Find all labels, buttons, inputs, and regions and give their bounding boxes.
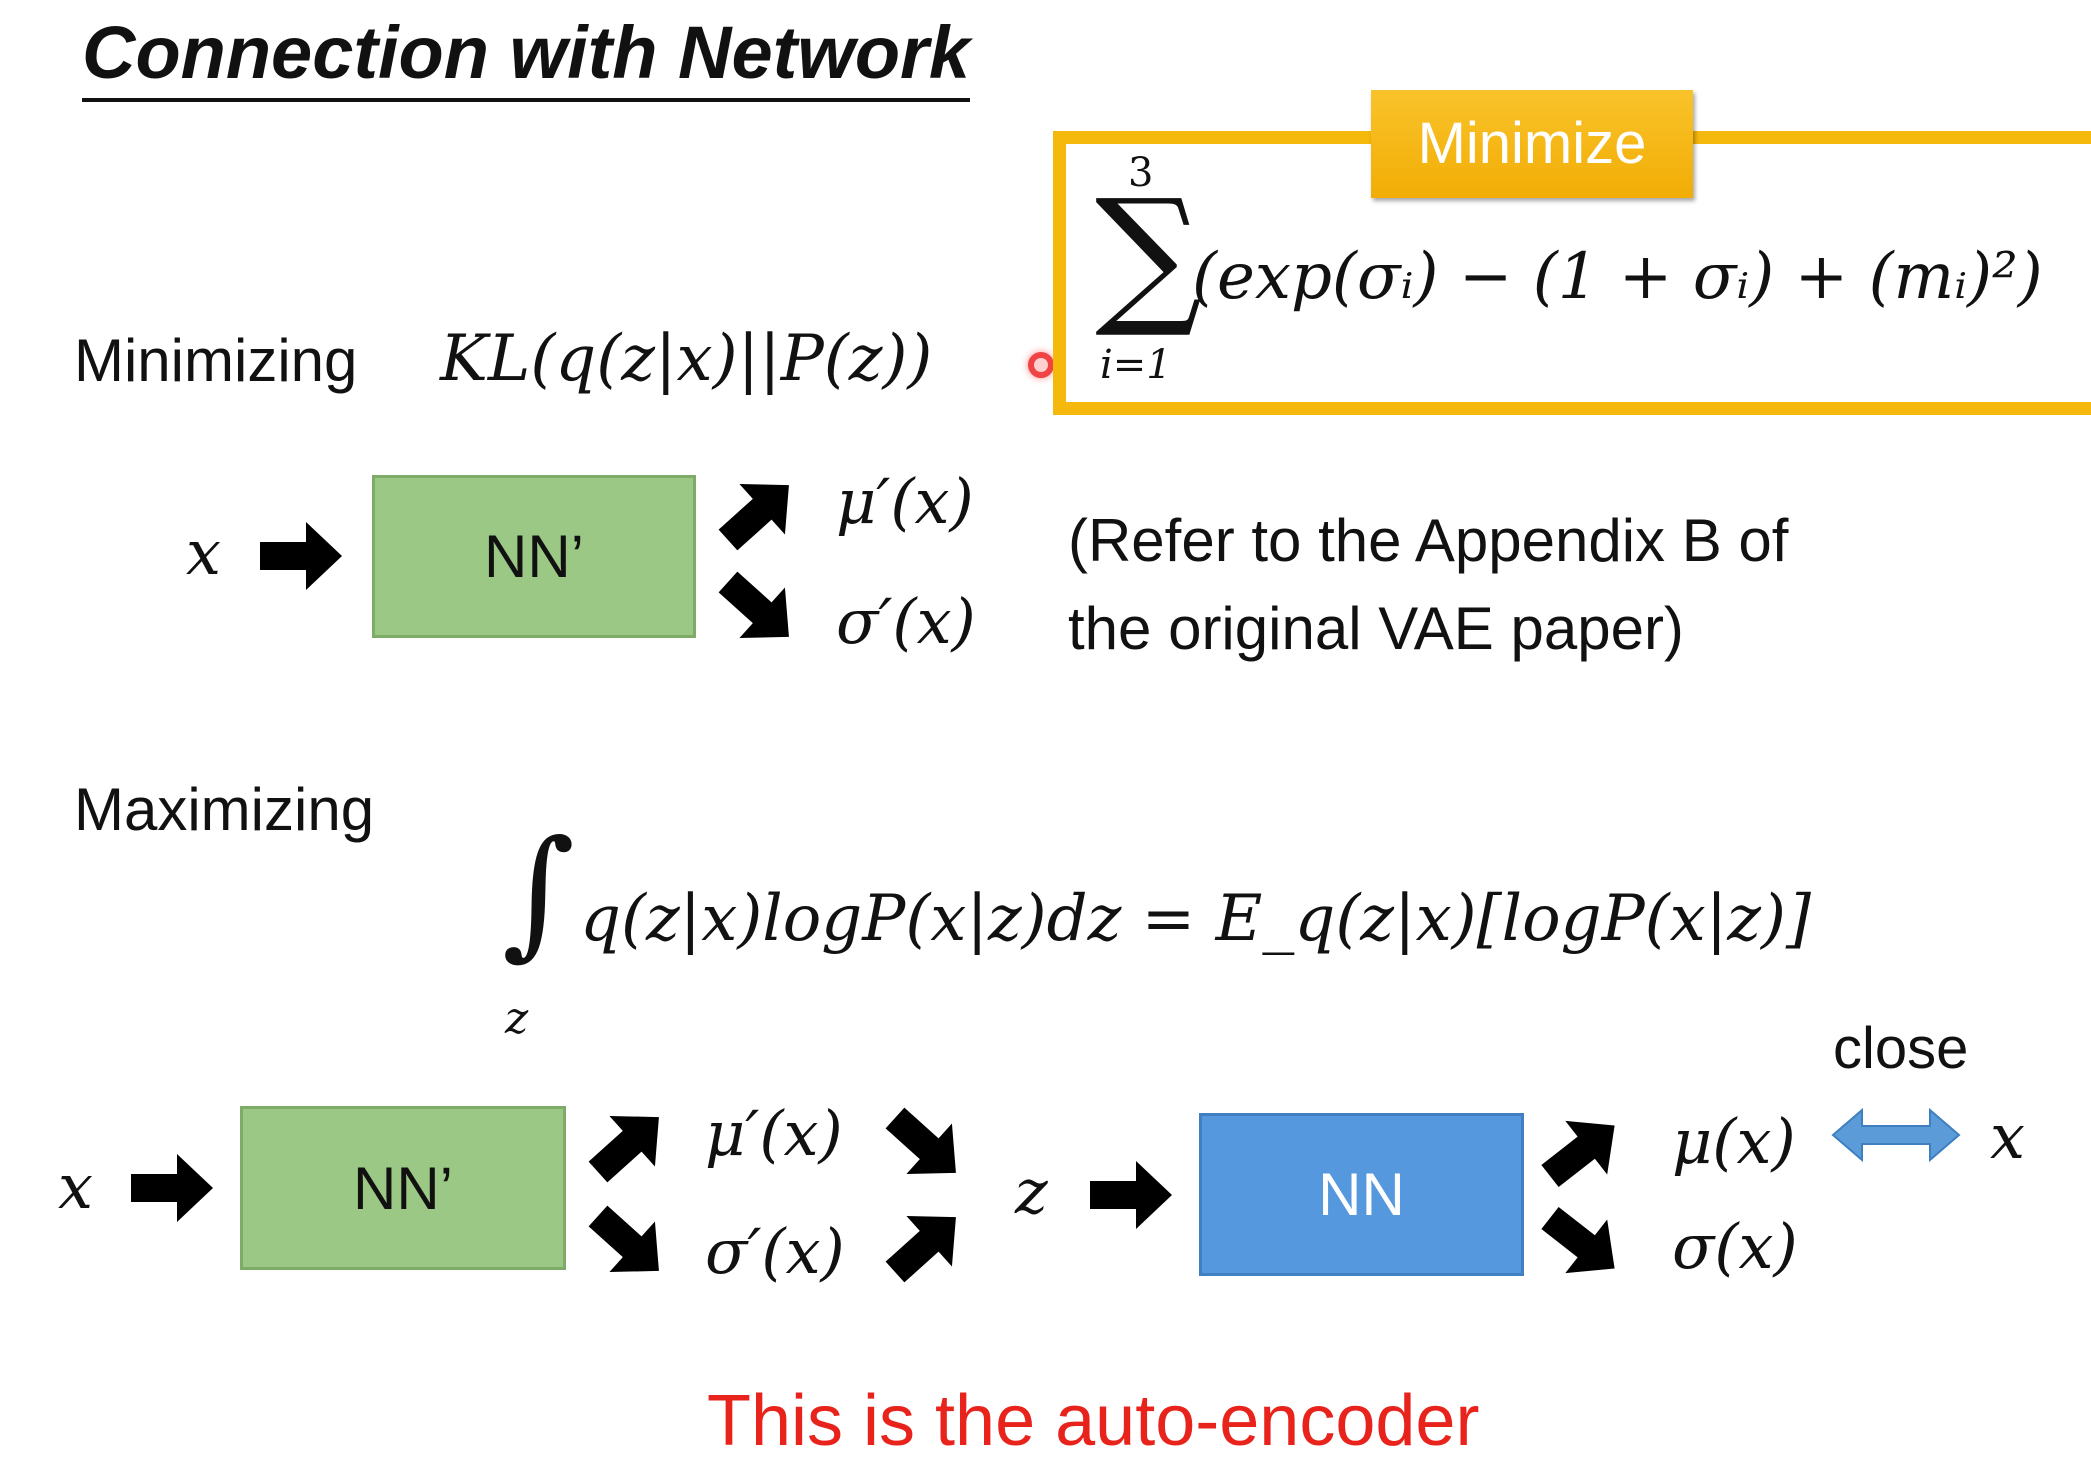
arrow-encoder-to-mu-top	[705, 459, 812, 566]
integral-subscript: z	[505, 993, 529, 1044]
autoencoder-note: This is the auto-encoder	[707, 1381, 1480, 1461]
maximizing-label: Maximizing	[74, 776, 375, 843]
reference-line-2: the original VAE paper)	[1068, 595, 1684, 662]
kl-divergence-formula: KL(q(z|x)||P(z))	[440, 322, 933, 396]
close-label: close	[1833, 1016, 1969, 1081]
ae-mu-output: μ(x)	[1672, 1105, 1796, 1178]
encoder-box-top: NN’	[372, 475, 696, 638]
arrow-sigma-prime-to-z	[872, 1191, 979, 1298]
expected-log-likelihood-formula: q(z|x)logP(x|z)dz = E_q(z|x)[logP(x|z)]	[580, 882, 1811, 956]
appendix-reference-note: (Refer to the Appendix B of the original…	[1068, 497, 1788, 673]
ae-decoder-label: NN	[1318, 1161, 1405, 1228]
ae-latent-z: z	[1015, 1155, 1048, 1228]
integral-symbol: ∫	[502, 811, 575, 974]
reference-line-1: (Refer to the Appendix B of	[1068, 507, 1789, 574]
ae-decoder-box: NN	[1199, 1113, 1524, 1276]
arrow-encoder-to-sigma-top	[705, 556, 812, 663]
arrow-decoder-to-mu	[1529, 1098, 1636, 1203]
minimizing-label: Minimizing	[74, 327, 358, 394]
arrow-encoder-to-sigma-prime	[575, 1190, 682, 1297]
encoder-output-mu: μ′(x)	[836, 465, 974, 538]
ae-encoder-box: NN’	[240, 1106, 566, 1270]
sum-lower-limit: i=1	[1100, 342, 1172, 388]
encoder-box-label: NN’	[484, 523, 584, 590]
arrow-decoder-to-sigma	[1529, 1191, 1636, 1296]
ae-target-x: x	[1990, 1100, 2025, 1173]
ae-input-x: x	[58, 1150, 93, 1223]
laser-pointer-dot	[1028, 352, 1054, 378]
close-double-arrow-icon	[1831, 1107, 1961, 1163]
arrow-input-to-encoder-top	[260, 522, 342, 590]
summation-symbol: ∑	[1095, 168, 1203, 342]
ae-encoder-label: NN’	[353, 1154, 453, 1222]
ae-sigma-output: σ(x)	[1672, 1210, 1798, 1283]
arrow-input-to-encoder	[131, 1154, 213, 1222]
arrow-mu-prime-to-z	[872, 1092, 979, 1199]
kl-closed-form-expression: (exp(σᵢ) − (1 + σᵢ) + (mᵢ)²)	[1192, 240, 2043, 314]
ae-mu-prime: μ′(x)	[705, 1097, 843, 1170]
ae-sigma-prime: σ′(x)	[705, 1215, 845, 1288]
sum-upper-limit: 3	[1128, 150, 1154, 196]
encoder-output-sigma: σ′(x)	[836, 585, 976, 658]
encoder-input-x: x	[186, 516, 221, 589]
arrow-z-to-decoder	[1090, 1161, 1172, 1229]
minimize-badge: Minimize	[1371, 90, 1693, 198]
slide-title: Connection with Network	[82, 10, 970, 102]
arrow-encoder-to-mu-prime	[575, 1091, 682, 1198]
